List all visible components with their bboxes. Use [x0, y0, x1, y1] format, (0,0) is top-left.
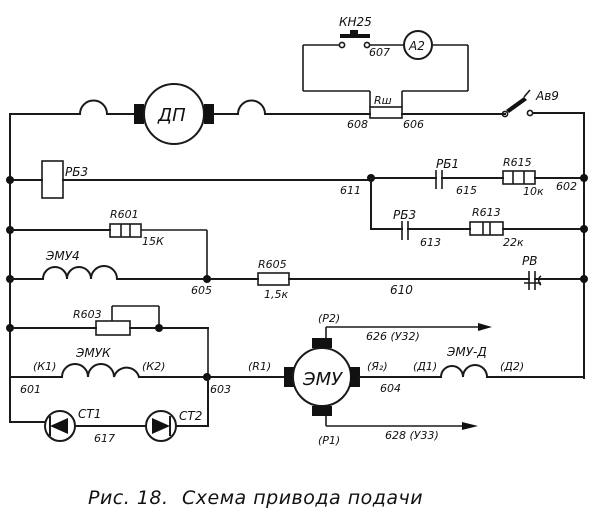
- emuk-row: (К1) 601 ЭМУК (К2) 603 (R1): [9, 346, 285, 396]
- contact-rv-label: РВ: [522, 254, 537, 268]
- junction: [580, 275, 588, 283]
- winding-emu4-label: ЭМУ4: [45, 249, 80, 263]
- figure-title: Схема привода подачи: [182, 487, 423, 509]
- arrow-icon: [478, 323, 492, 331]
- junction: [580, 225, 588, 233]
- node-601: 601: [20, 383, 41, 396]
- terminal-k1: (К1): [33, 360, 56, 373]
- dp-motor-branch: ДП Rш 608 606 Ав9: [9, 83, 585, 145]
- winding-emuk-label: ЭМУК: [75, 346, 111, 360]
- resistor-r605[interactable]: [257, 272, 290, 286]
- emu-brush-top: [312, 338, 332, 348]
- node-611: 611: [340, 184, 361, 197]
- dp-brush-right: [204, 104, 214, 124]
- terminal-ya2: (Я₂): [367, 360, 388, 373]
- emu-brush-bottom: [312, 406, 332, 416]
- node-606: 606: [403, 118, 424, 131]
- breaker-av9[interactable]: [506, 97, 527, 113]
- node-604: 604: [380, 382, 401, 395]
- contact-rb1-label: РБ1: [436, 157, 459, 171]
- dp-field-winding-right: [236, 99, 267, 116]
- junction: [155, 324, 163, 332]
- resistor-r613-value: 22к: [503, 236, 524, 249]
- dp-field-winding-left: [78, 99, 109, 116]
- stabilitron-row: СТ1 617 СТ2: [9, 376, 209, 445]
- breaker-label: Ав9: [535, 89, 559, 103]
- node-603: 603: [210, 383, 231, 396]
- node-602: 602: [556, 180, 577, 193]
- terminal-p1: (Р1): [318, 434, 340, 447]
- node-607: 607: [369, 46, 390, 59]
- output-626-label: 626 (У32): [366, 330, 420, 343]
- resistor-r601-value: 15К: [142, 235, 165, 248]
- junction: [203, 275, 211, 283]
- terminal-d2: (Д2): [500, 360, 524, 373]
- node-608: 608: [347, 118, 368, 131]
- output-628-label: 628 (У33): [385, 429, 439, 442]
- ammeter-label: А2: [408, 39, 425, 53]
- terminal-k2: (К2): [142, 360, 165, 373]
- dp-brush-left: [134, 104, 144, 124]
- node-617: 617: [94, 432, 115, 445]
- rb3-coil-row: РБ3 611 РБ1 615 R615 10к 602 РБ3 613 R61…: [6, 156, 588, 249]
- contact-rb3-label: РБ3: [393, 208, 416, 222]
- resistor-r601-label: R601: [110, 208, 139, 221]
- resistor-r613[interactable]: [469, 221, 504, 236]
- relay-coil-rb3[interactable]: [41, 160, 64, 199]
- resistor-r615[interactable]: [502, 170, 536, 185]
- terminal-r1: (R1): [248, 360, 271, 373]
- emu4-row: ЭМУ4 605 R605 1,5к 610 РВ: [6, 249, 588, 301]
- r603-row: R603: [6, 305, 209, 377]
- node-613: 613: [420, 236, 441, 249]
- resistor-r605-value: 1,5к: [264, 288, 288, 301]
- terminal-p2: (Р2): [318, 312, 340, 325]
- terminal-d1: (Д1): [413, 360, 437, 373]
- stabilitron-st2-label: СТ2: [179, 409, 202, 423]
- node-610: 610: [390, 283, 413, 297]
- winding-emu4[interactable]: [41, 265, 119, 281]
- junction: [6, 176, 14, 184]
- shunt-rsh[interactable]: [369, 106, 403, 119]
- junction: [580, 174, 588, 182]
- emu-machine-label: ЭМУ: [302, 369, 343, 390]
- emu-brush-right: [350, 367, 360, 387]
- dp-motor-label: ДП: [157, 105, 186, 126]
- winding-emud-label: ЭМУ-Д: [446, 345, 487, 359]
- ammeter-loop: КН25 607 А2: [302, 15, 469, 107]
- winding-emuk[interactable]: [60, 363, 141, 379]
- node-605: 605: [191, 284, 212, 297]
- emu-machine-group: ЭМУ (Р2) 626 (У32) (Р1) 628 (У33) (Я₂) 6…: [284, 312, 585, 447]
- r601-row: R601 15К: [6, 208, 208, 279]
- relay-coil-rb3-label: РБ3: [65, 165, 88, 179]
- resistor-r605-label: R605: [258, 258, 287, 271]
- resistor-r601[interactable]: [109, 223, 142, 238]
- arrow-icon: [462, 422, 478, 430]
- resistor-r615-value: 10к: [523, 185, 544, 198]
- stabilitron-st1-label: СТ1: [78, 407, 101, 421]
- shunt-label: Rш: [374, 94, 392, 107]
- resistor-r615-label: R615: [503, 156, 532, 169]
- resistor-r603-label: R603: [73, 308, 102, 321]
- emu-brush-left: [284, 367, 294, 387]
- winding-emud[interactable]: [439, 364, 489, 379]
- button-kn25[interactable]: [340, 34, 370, 38]
- resistor-r603[interactable]: [95, 320, 131, 336]
- figure-number: Рис. 18.: [88, 487, 169, 509]
- node-615: 615: [456, 184, 477, 197]
- resistor-r613-label: R613: [472, 206, 501, 219]
- button-kn25-label: КН25: [339, 15, 372, 29]
